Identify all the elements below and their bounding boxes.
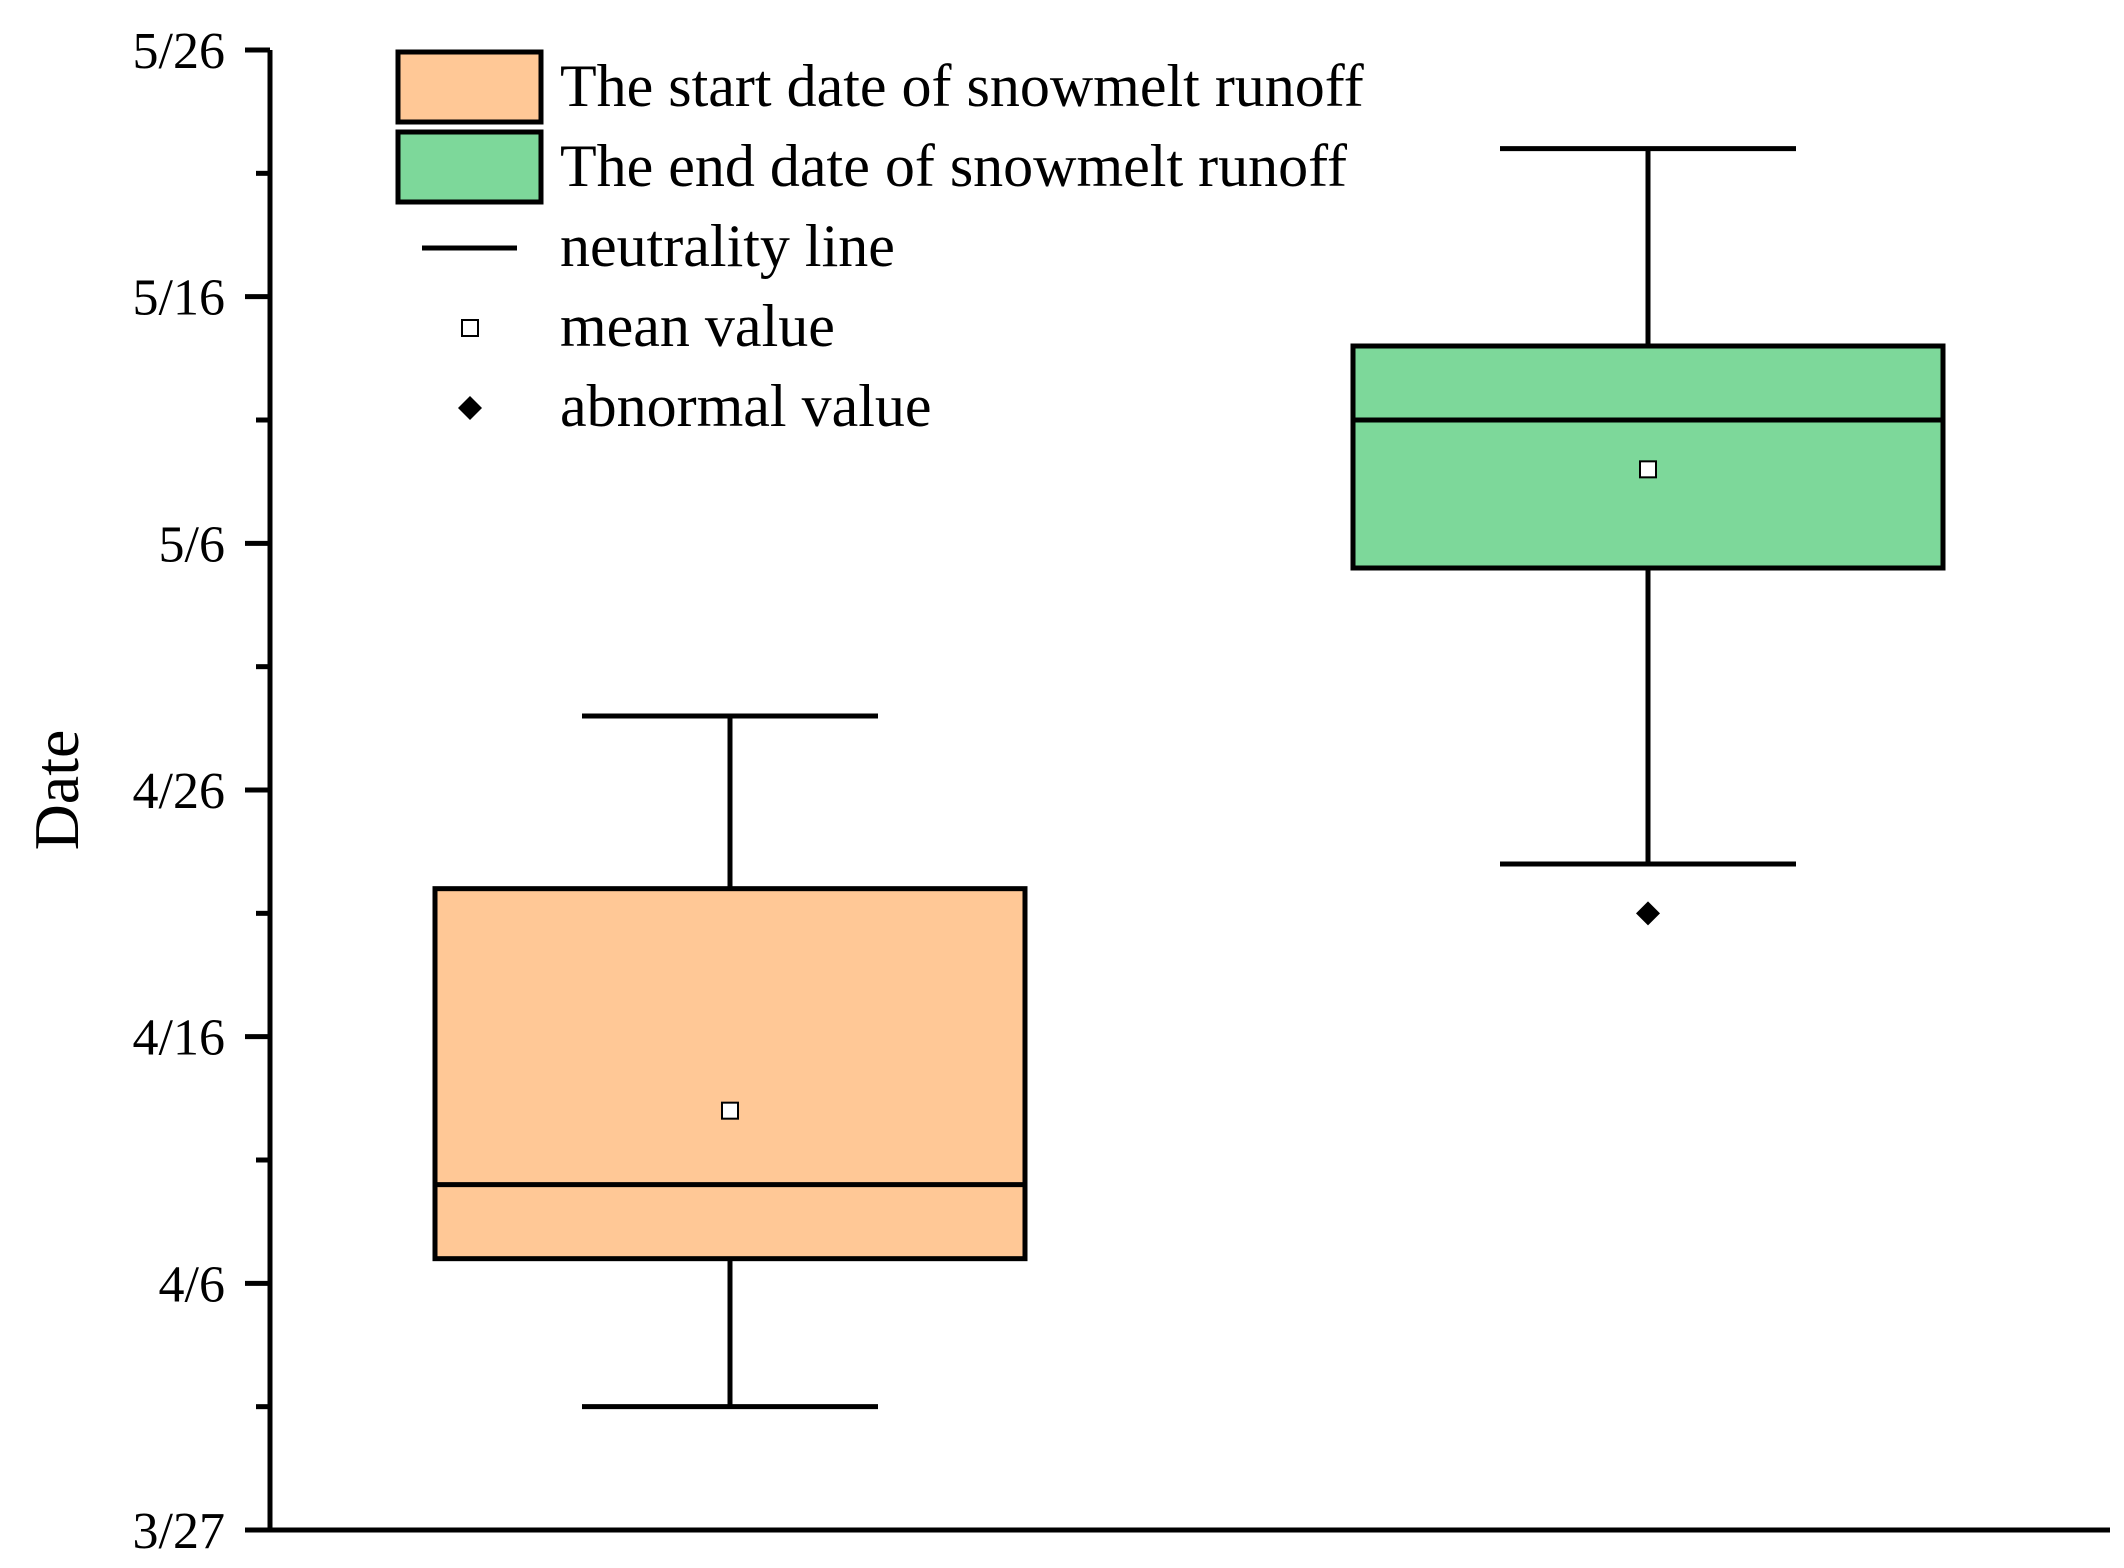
legend-swatch [395, 49, 544, 125]
plot-layer [432, 146, 1946, 1410]
mean-marker [721, 1101, 739, 1120]
y-axis-title: Date [21, 730, 92, 851]
legend-label: The start date of snowmelt runoff [560, 53, 1364, 119]
legend-label: The end date of snowmelt runoff [560, 133, 1347, 199]
legend-entry-5: abnormal value [458, 373, 932, 439]
y-tick-label: 5/26 [133, 23, 225, 80]
box-series-1 [432, 713, 1028, 1410]
legend-entry-2: The end date of snowmelt runoff [395, 129, 1347, 205]
mean-marker [1639, 460, 1657, 479]
legend-label: neutrality line [560, 213, 895, 279]
iqr-box [432, 886, 1028, 1262]
y-tick-label: 4/26 [133, 763, 225, 820]
y-tick-label: 3/27 [133, 1503, 225, 1560]
iqr-box [1350, 343, 1946, 571]
legend-mean-symbol [461, 319, 479, 337]
legend-entry-4: mean value [461, 293, 835, 359]
axis-layer: 3/27 4/6 4/16 4/26 5/6 5/16 5/26 [133, 23, 2110, 1560]
legend-entry-1: The start date of snowmelt runoff [395, 49, 1364, 125]
y-tick-label: 5/6 [159, 516, 225, 573]
legend-outlier-symbol [458, 396, 482, 420]
y-tick-label: 5/16 [133, 270, 225, 327]
legend-label: abnormal value [560, 373, 932, 439]
legend-label: mean value [560, 293, 835, 359]
y-tick-label: 4/6 [159, 1256, 225, 1313]
box-series-2 [1350, 146, 1946, 926]
legend-swatch [395, 129, 544, 205]
y-tick-label: 4/16 [133, 1010, 225, 1067]
legend-entry-3: neutrality line [422, 213, 895, 279]
outlier-marker [1636, 901, 1660, 926]
